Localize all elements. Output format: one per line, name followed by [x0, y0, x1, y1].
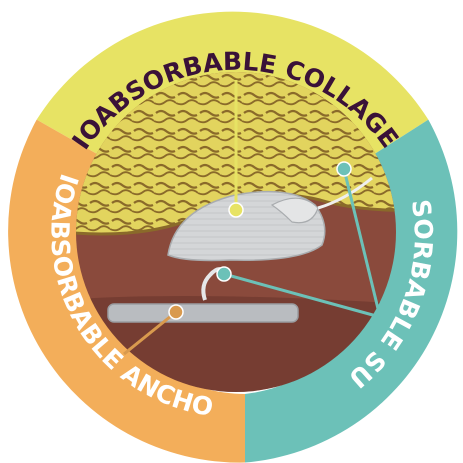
collagen-pointer-dot	[229, 203, 243, 217]
suture-pointer-dot-upper	[337, 162, 351, 176]
anchor-pointer-dot	[169, 305, 183, 319]
anchor-implant	[108, 304, 298, 322]
suture-pointer-dot-lower	[217, 267, 231, 281]
